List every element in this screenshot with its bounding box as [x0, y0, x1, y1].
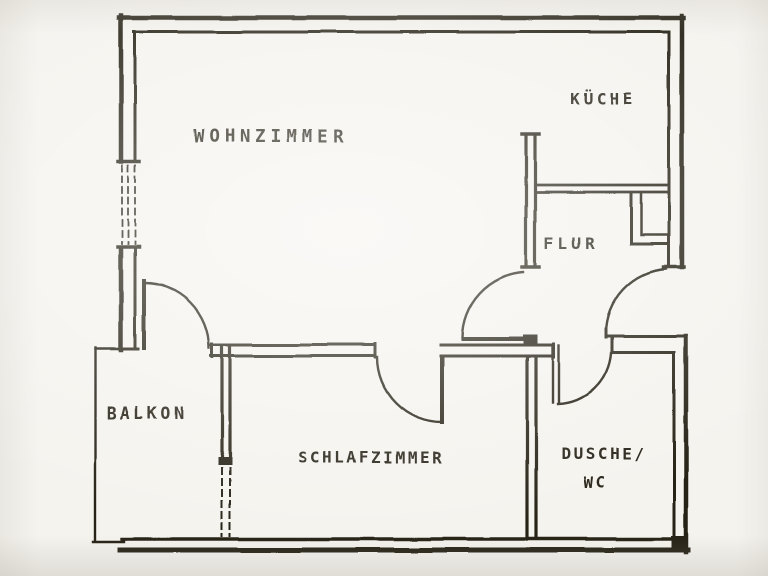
balcony-wall-window-cap — [218, 457, 232, 465]
room-label-schlafzimmer: SCHLAFZIMMER — [298, 448, 444, 467]
room-label-wc: WC — [584, 473, 608, 492]
room-label-dusche: DUSCHE/ — [562, 444, 647, 463]
room-label-kueche: KÜCHE — [570, 89, 636, 108]
room-label-wohnzimmer: WOHNZIMMER — [193, 127, 348, 147]
room-label-flur: FLUR — [544, 234, 599, 253]
room-label-balkon: BALKON — [107, 404, 188, 423]
bottom-right-corner-block — [671, 536, 688, 552]
living-room-door-hinge-block — [523, 335, 538, 344]
